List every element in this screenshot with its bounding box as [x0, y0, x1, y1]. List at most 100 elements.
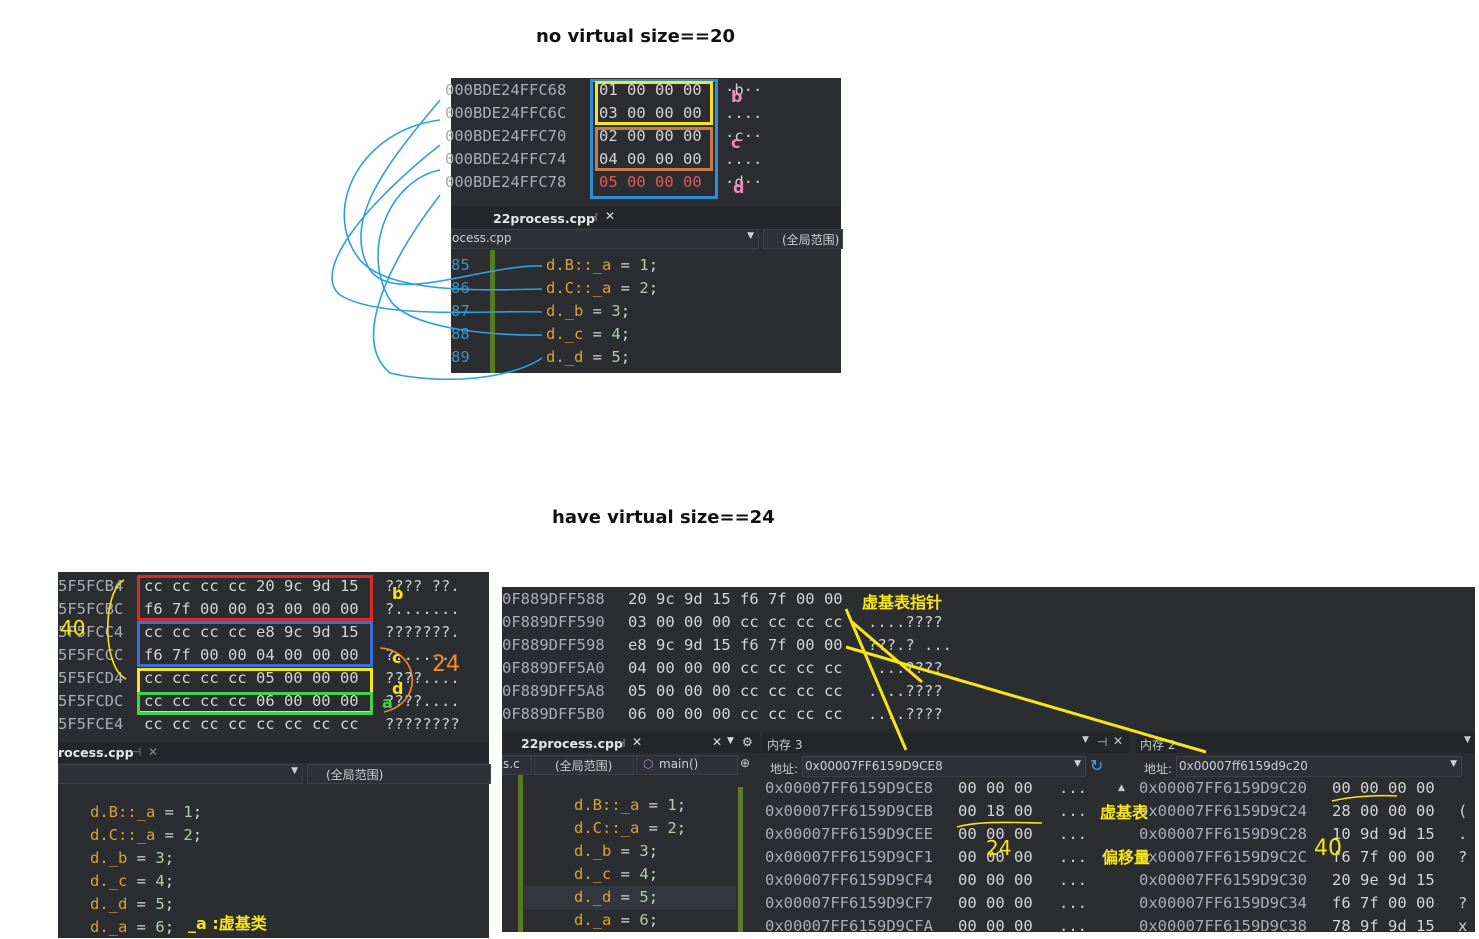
memory-hex: 00 00 00 [958, 871, 1033, 889]
memory-hex: 20 9c 9d 15 f6 7f 00 00 [628, 590, 843, 608]
file-dropdown[interactable]: s.c [502, 755, 532, 775]
address-input[interactable]: 0x00007ff6159d9c20 ▼ [1176, 756, 1462, 777]
top-debug-panel: 000BDE24FFC68 000BDE24FFC6C 000BDE24FFC7… [445, 78, 843, 373]
memory-row: 0x00007FF6159D9CEB [765, 802, 933, 820]
memory-hex: f6 7f 00 00 [1332, 848, 1435, 866]
tab-22process[interactable]: rocess.cpp [58, 745, 134, 760]
top-tab-bar [451, 206, 841, 228]
file-dropdown[interactable]: ▼ [58, 764, 303, 784]
pin-icon[interactable]: ⊣ [615, 736, 626, 750]
memory-hex: 00 00 00 [958, 917, 1033, 935]
code-line[interactable]: d._a = 6; [90, 918, 175, 936]
member-a-box [137, 692, 373, 715]
code-line[interactable]: d._c = 4; [574, 865, 659, 883]
code-line[interactable]: d._b = 3; [546, 302, 631, 320]
memory-row: 0x00007FF6159D9CFA [765, 917, 933, 935]
code-line[interactable]: d._c = 4; [546, 325, 631, 343]
memory-row: 5F5FCE4 [58, 715, 124, 733]
memory-row: 5F5FCDC [58, 692, 124, 710]
tab-22process[interactable]: 22process.cpp [521, 736, 623, 751]
refresh-icon[interactable]: ↻ [1090, 756, 1104, 775]
memory3-header [762, 732, 1129, 753]
memory-hex: 00 18 00 [958, 802, 1033, 820]
code-line[interactable]: d.B::_a = 1; [574, 796, 687, 814]
close-icon[interactable]: ✕ [148, 745, 159, 759]
memory-hex: 04 00 00 00 [599, 150, 702, 168]
chevron-down-icon: ▼ [291, 766, 298, 776]
memory-ascii: ·c·· [725, 127, 763, 145]
function-dropdown[interactable]: ⬡ main() [636, 755, 738, 775]
code-line[interactable]: d._c = 4; [90, 872, 175, 890]
outer-object-box [590, 79, 718, 199]
memory-hex: 00 00 00 [958, 894, 1033, 912]
pin-icon[interactable]: ⊣ [1097, 735, 1108, 749]
memory-row: 0F889DFF598 [502, 636, 605, 654]
memory-row: 0x00007FF6159D9C2C [1139, 848, 1307, 866]
close-icon[interactable]: ✕ [605, 209, 616, 223]
memory-ascii: ....???? [868, 705, 943, 723]
memory-row: 000BDE24FFC6C [445, 104, 567, 122]
code-line[interactable]: d.B::_a = 1; [90, 803, 203, 821]
memory-hex: 04 00 00 00 cc cc cc cc [628, 659, 843, 677]
memory-hex: 03 00 00 00 [599, 104, 702, 122]
label-vbtable: 虚基表 [1100, 803, 1149, 822]
code-line[interactable]: d._a = 6; [574, 911, 659, 929]
memory-hex: 02 00 00 00 [599, 127, 702, 145]
scroll-up-icon[interactable]: ▲ [1118, 783, 1125, 793]
pin-icon[interactable]: ⊣ [131, 745, 142, 759]
memory-hex: f6 7f 00 00 04 00 00 00 [144, 646, 359, 664]
memory-hex: f6 7f 00 00 03 00 00 00 [144, 600, 359, 618]
file-dropdown[interactable]: ocess.cpp ▼ [451, 229, 759, 249]
editor-tab-bar [502, 732, 760, 753]
change-bar [518, 775, 523, 932]
chevron-down-icon[interactable]: ▼ [1082, 735, 1089, 745]
left-debug-panel: 5F5FCB4 5F5FCBC 5F5FCC4 5F5FCCC 5F5FCD4 … [58, 572, 491, 938]
scope-dropdown[interactable]: (全局范围) [307, 764, 491, 784]
code-line[interactable]: d.C::_a = 2; [90, 826, 203, 844]
memory-hex: cc cc cc cc 05 00 00 00 [144, 669, 359, 687]
close-icon[interactable]: ✕ [1113, 734, 1124, 748]
hand-drawn-connectors [331, 99, 543, 381]
memory-ascii: ???????? [385, 715, 460, 733]
code-line[interactable]: d.C::_a = 2; [574, 819, 687, 837]
gear-icon[interactable]: ⚙ [742, 735, 753, 749]
memory-hex: 06 00 00 00 cc cc cc cc [628, 705, 843, 723]
code-line[interactable]: d._b = 3; [90, 849, 175, 867]
address-label: 地址: [1144, 762, 1173, 776]
code-line[interactable]: d.C::_a = 2; [546, 279, 659, 297]
close-icon[interactable]: ✕ [632, 735, 643, 749]
memory-ascii: ?....... [385, 600, 460, 618]
split-icon[interactable]: ⊕ [740, 756, 751, 770]
chevron-down-icon[interactable]: ▼ [727, 736, 734, 746]
scope-dropdown[interactable]: (全局范围) [763, 229, 843, 249]
memory-row: 0x00007FF6159D9CEE [765, 825, 933, 843]
memory-ascii: ... [1059, 779, 1087, 797]
chevron-down-icon: ▼ [747, 231, 754, 241]
code-line[interactable]: d._d = 5; [90, 895, 175, 913]
pin-icon[interactable]: ⊣ [587, 210, 598, 224]
memory-ascii: ???? ??. [385, 577, 460, 595]
memory-hex: cc cc cc cc 06 00 00 00 [144, 692, 359, 710]
pointer-annotations [844, 608, 1398, 828]
class-c-box [137, 621, 373, 667]
memory-hex: cc cc cc cc cc cc cc cc [144, 715, 359, 733]
scope-dropdown[interactable]: (全局范围) [534, 755, 634, 775]
code-line[interactable]: d.B::_a = 1; [546, 256, 659, 274]
memory-hex: 00 00 00 00 [1332, 779, 1435, 797]
label-offset: 偏移量 [1102, 848, 1151, 867]
line-number: 87 [451, 302, 470, 320]
code-line[interactable]: d._b = 3; [574, 842, 659, 860]
memory-ascii: ... [1059, 917, 1087, 935]
chevron-down-icon[interactable]: ▼ [1464, 735, 1471, 745]
memory-row: 0x00007FF6159D9C30 [1139, 871, 1307, 889]
scrollbar[interactable] [738, 787, 743, 932]
code-line[interactable]: d._d = 5; [574, 888, 659, 906]
heading-no-virtual: no virtual size==20 [536, 26, 736, 47]
tab-22process[interactable]: 22process.cpp [493, 211, 595, 226]
memory-row: 000BDE24FFC78 [445, 173, 567, 191]
memory-hex: 01 00 00 00 [599, 81, 702, 99]
code-line[interactable]: d._d = 5; [546, 348, 631, 366]
close-all-icon[interactable]: ✕ [712, 735, 723, 749]
memory-ascii: ... [1059, 848, 1087, 866]
address-input[interactable]: 0x00007FF6159D9CE8 ▼ [802, 756, 1086, 777]
